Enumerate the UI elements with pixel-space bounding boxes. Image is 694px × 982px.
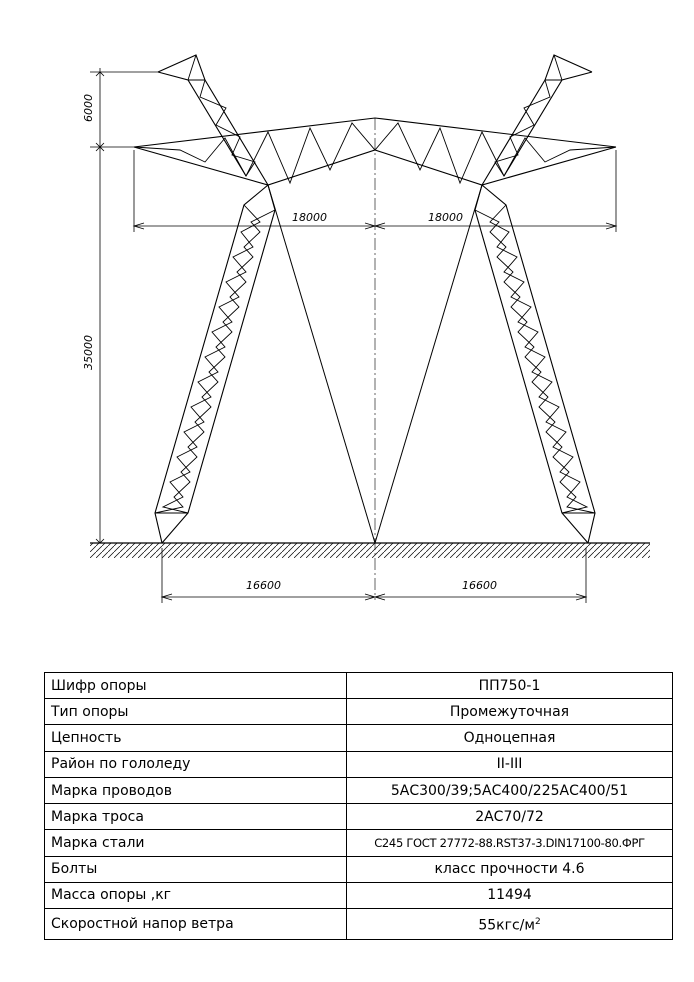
row-value: класс прочности 4.6 — [346, 855, 673, 883]
row-label: Цепность — [44, 724, 347, 752]
tower-drawing: 6000 35000 18000 18000 16600 16600 — [82, 54, 650, 603]
span-dimension — [132, 150, 618, 232]
row-label: Болты — [44, 855, 347, 883]
right-peak — [481, 54, 593, 186]
row-label: Скоростной напор ветра — [44, 908, 347, 940]
dim-base-left: 16600 — [246, 579, 281, 592]
dim-main-height: 35000 — [82, 335, 95, 370]
vertical-dimensions — [90, 68, 158, 544]
row-label: Масса опоры ,кг — [44, 881, 347, 910]
row-label: Тип опоры — [44, 698, 347, 726]
crossarm — [133, 117, 617, 186]
row-label: Марка проводов — [44, 776, 347, 805]
row-value: II-III — [346, 750, 673, 778]
row-value: С245 ГОСТ 27772-88.RST37-3.DIN17100-80.Ф… — [346, 829, 673, 857]
row-label: Район по гололеду — [44, 750, 347, 778]
row-value: 55кгс/м2 — [346, 908, 673, 940]
row-value: Одноцепная — [346, 724, 673, 752]
dim-half-span-right: 18000 — [428, 211, 463, 224]
row-value: Промежуточная — [346, 698, 673, 726]
row-label: Марка стали — [44, 829, 347, 857]
dim-base-right: 16600 — [462, 579, 497, 592]
row-label: Марка троса — [44, 803, 347, 831]
dim-half-span-left: 18000 — [292, 211, 327, 224]
wind-unit-exponent: 2 — [534, 917, 541, 928]
row-value: 11494 — [346, 881, 673, 910]
wind-value: 55кгс/м — [478, 917, 535, 934]
row-value: ПП750-1 — [346, 671, 673, 700]
row-label: Шифр опоры — [44, 671, 347, 700]
inner-stays — [267, 184, 483, 544]
row-value: 5АС300/39;5АС400/225АС400/51 — [346, 776, 673, 805]
right-leg — [474, 184, 596, 544]
ground — [90, 542, 650, 558]
row-value: 2АС70/72 — [346, 803, 673, 831]
left-leg — [154, 184, 276, 544]
base-dimension — [160, 548, 588, 603]
dim-top-height: 6000 — [82, 94, 95, 122]
left-peak — [157, 54, 269, 186]
